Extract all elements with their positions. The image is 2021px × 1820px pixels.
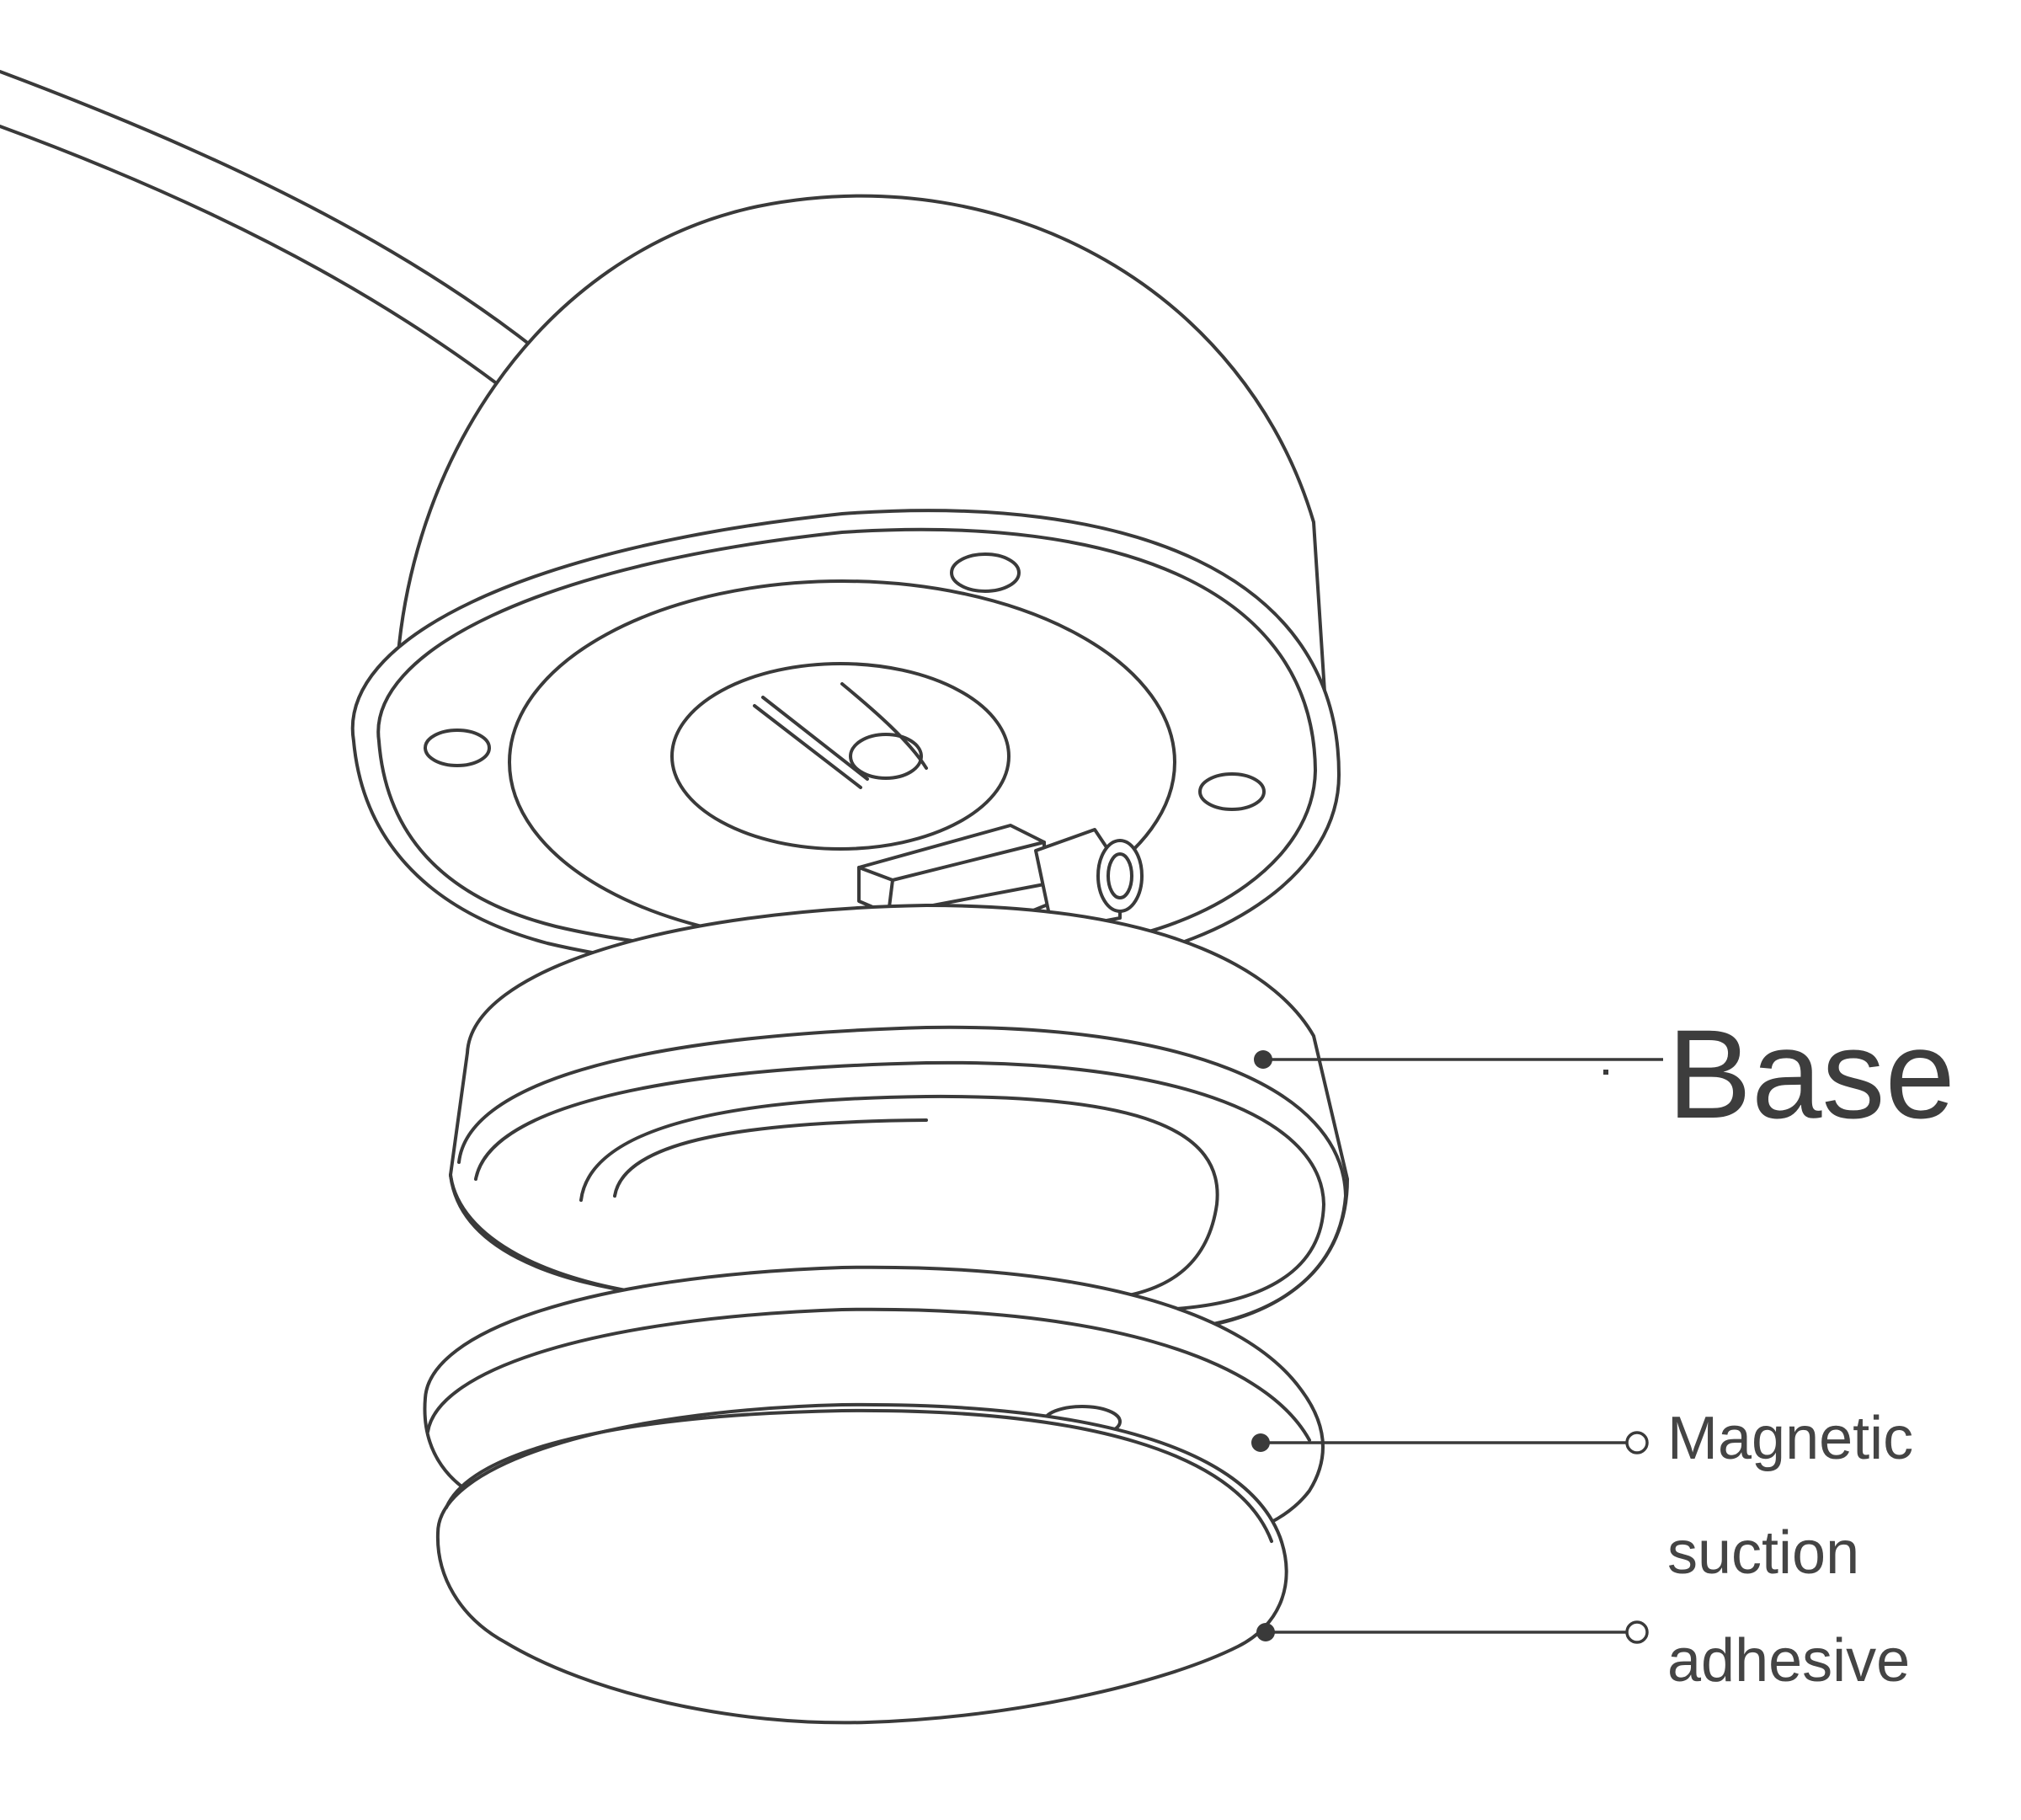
inner-mount-disc bbox=[508, 579, 1176, 945]
leader-magnetic bbox=[1251, 1431, 1649, 1454]
magnetic-label-line1: Magnetic bbox=[1667, 1405, 1914, 1472]
leader-base bbox=[1254, 1050, 1663, 1075]
adhesive-pad bbox=[435, 1402, 1288, 1725]
base-label: Base bbox=[1667, 1003, 1955, 1145]
adhesive-label: adhesive bbox=[1667, 1627, 1911, 1695]
leader-adhesive bbox=[1256, 1620, 1649, 1644]
base-puck bbox=[449, 904, 1349, 1333]
magnetic-label-line2: suction bbox=[1667, 1519, 1860, 1587]
connector-block bbox=[679, 824, 1144, 953]
